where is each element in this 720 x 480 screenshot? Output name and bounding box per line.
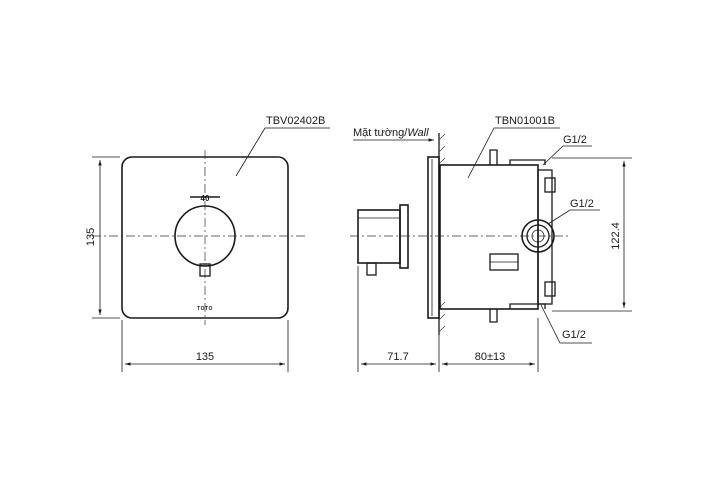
front-part-leader: [235, 127, 330, 177]
body-height-dimension: 122.4: [610, 222, 622, 250]
g-bottom-label: G1/2: [562, 329, 586, 341]
front-depth-dimension: 71.7: [387, 351, 408, 363]
front-width-dimension: 135: [196, 351, 214, 363]
middle-port: [521, 219, 555, 253]
wall-label: Mặt tường/Wall: [353, 127, 429, 139]
body-part-label: TBN01001B: [495, 115, 555, 127]
dial-mark-label: 40: [201, 194, 210, 203]
front-view: 40 TOTO TBV02402B 135 135: [85, 115, 330, 372]
body-part-leader: [467, 127, 560, 179]
dial-stop-knob: [199, 263, 211, 277]
front-part-label: TBV02402B: [266, 115, 325, 127]
g-mid-leader: [547, 209, 600, 225]
wall-hatching: [438, 133, 446, 333]
g-top-leader: [542, 145, 592, 166]
side-stop-knob: [366, 262, 377, 276]
escutcheon-plate: [427, 156, 440, 319]
front-height-dimension: 135: [85, 228, 97, 246]
side-view: Mặt tường/Wall: [350, 115, 632, 372]
body-depth-dimension: 80±13: [475, 351, 506, 363]
handle-collar: [399, 204, 409, 269]
g-top-label: G1/2: [563, 134, 587, 146]
valve-body: [350, 149, 570, 323]
g-mid-label: G1/2: [570, 198, 594, 210]
g-bottom-leader: [540, 304, 592, 344]
brand-logo: TOTO: [197, 306, 213, 312]
temperature-dial: [174, 205, 236, 267]
